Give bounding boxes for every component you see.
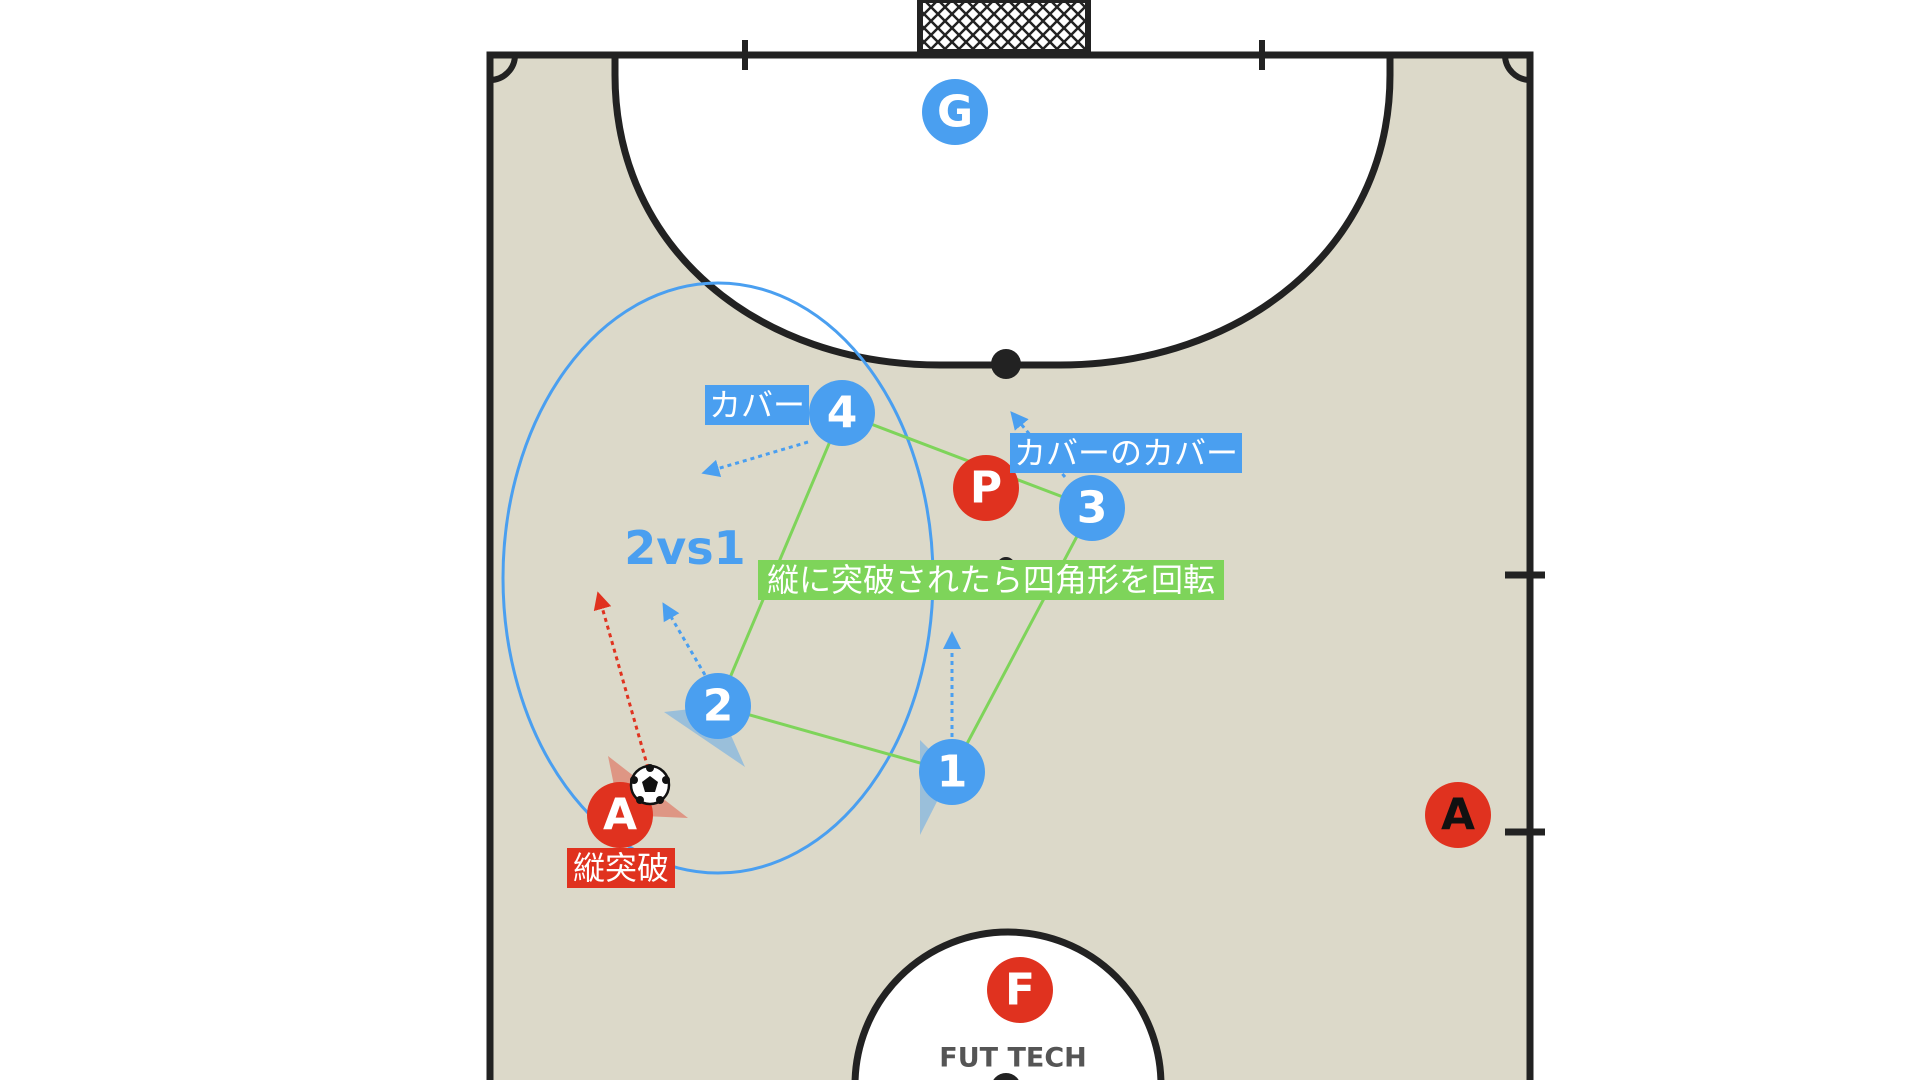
cover-of-cover-tag-bg (1010, 433, 1242, 473)
cover-tag: カバー (709, 386, 805, 424)
player-4[interactable]: 4 (809, 380, 875, 446)
rotate-tag-bg (758, 560, 1224, 600)
player-4-label: 4 (827, 388, 858, 439)
player-3-label: 3 (1077, 483, 1108, 534)
cover-tag-bg (705, 385, 809, 425)
player-1[interactable]: 1 (919, 739, 985, 805)
player-p[interactable]: P (953, 455, 1019, 521)
rotate-tag: 縦に突破されたら四角形を回転 (767, 561, 1215, 599)
player-a-right[interactable]: A (1425, 782, 1491, 848)
player-1-label: 1 (937, 747, 968, 798)
penalty-area (611, 51, 1394, 369)
soccer-ball-icon (629, 764, 671, 806)
player-a-right-label: A (1441, 790, 1475, 841)
goal-net (917, 0, 1091, 55)
player-2-label: 2 (703, 681, 734, 732)
penalty-spot (991, 349, 1021, 379)
player-p-label: P (970, 463, 1002, 514)
player-g-label: G (937, 87, 973, 138)
cover-of-cover-tag: カバーのカバー (1014, 434, 1238, 472)
player-f[interactable]: F (987, 957, 1053, 1023)
brand-label: FUT TECH (939, 1043, 1086, 1074)
vertical-break-tag-bg (567, 848, 675, 888)
corner-arc-right (1502, 54, 1531, 83)
arrow-a-break (593, 591, 650, 769)
player-g[interactable]: G (922, 79, 988, 145)
arrow-4-cover (701, 440, 809, 478)
two-vs-one-label: 2vs1 (624, 521, 745, 575)
player-2[interactable]: 2 (685, 673, 751, 739)
player-a-ball-label: A (603, 790, 637, 841)
corner-arc-left (489, 54, 518, 83)
vertical-break-tag: 縦突破 (573, 849, 669, 887)
player-f-label: F (1005, 965, 1035, 1016)
player-3[interactable]: 3 (1059, 475, 1125, 541)
